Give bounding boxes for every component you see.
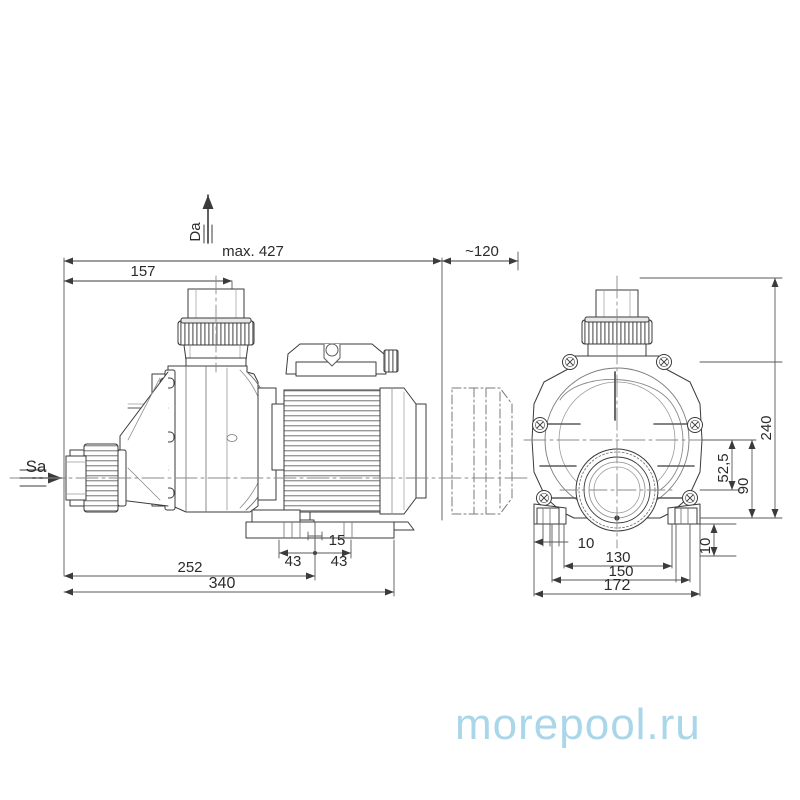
dimension-set-side-bottom (63, 521, 395, 597)
dim-130: 130 (605, 549, 630, 566)
side-view-assembly (9, 275, 529, 539)
dim-240: 240 (758, 415, 775, 440)
dim-max-427: max. 427 (222, 243, 284, 260)
label-sa: Sa (26, 457, 47, 476)
pump-housing (119, 365, 277, 513)
base-plate (245, 509, 415, 539)
dimension-set-top (63, 251, 519, 576)
dim-43-left: 43 (285, 553, 302, 570)
dim-340: 340 (209, 575, 236, 592)
dim-157: 157 (130, 263, 155, 280)
dim-252: 252 (177, 559, 202, 576)
dim-43-right: 43 (331, 553, 348, 570)
dimension-set-front (533, 277, 783, 598)
fan-cowl-phantom (451, 387, 513, 515)
dim-52-5: 52,5 (715, 453, 732, 482)
discharge-port (177, 288, 255, 367)
dim-150: 150 (608, 563, 633, 580)
mounting-feet-front (533, 503, 701, 525)
discharge-flow-arrow (202, 194, 214, 244)
dim-120: ~120 (465, 243, 499, 260)
dim-90: 90 (735, 478, 752, 495)
front-view-assembly (523, 275, 713, 549)
label-da: Da (187, 222, 204, 242)
dim-15: 15 (329, 532, 346, 549)
dim-10-pad: 10 (578, 535, 595, 552)
electric-motor (257, 343, 427, 529)
dim-172: 172 (604, 577, 631, 594)
watermark-morepool: morepool.ru (455, 700, 701, 749)
dim-10-foot: 10 (697, 538, 714, 555)
